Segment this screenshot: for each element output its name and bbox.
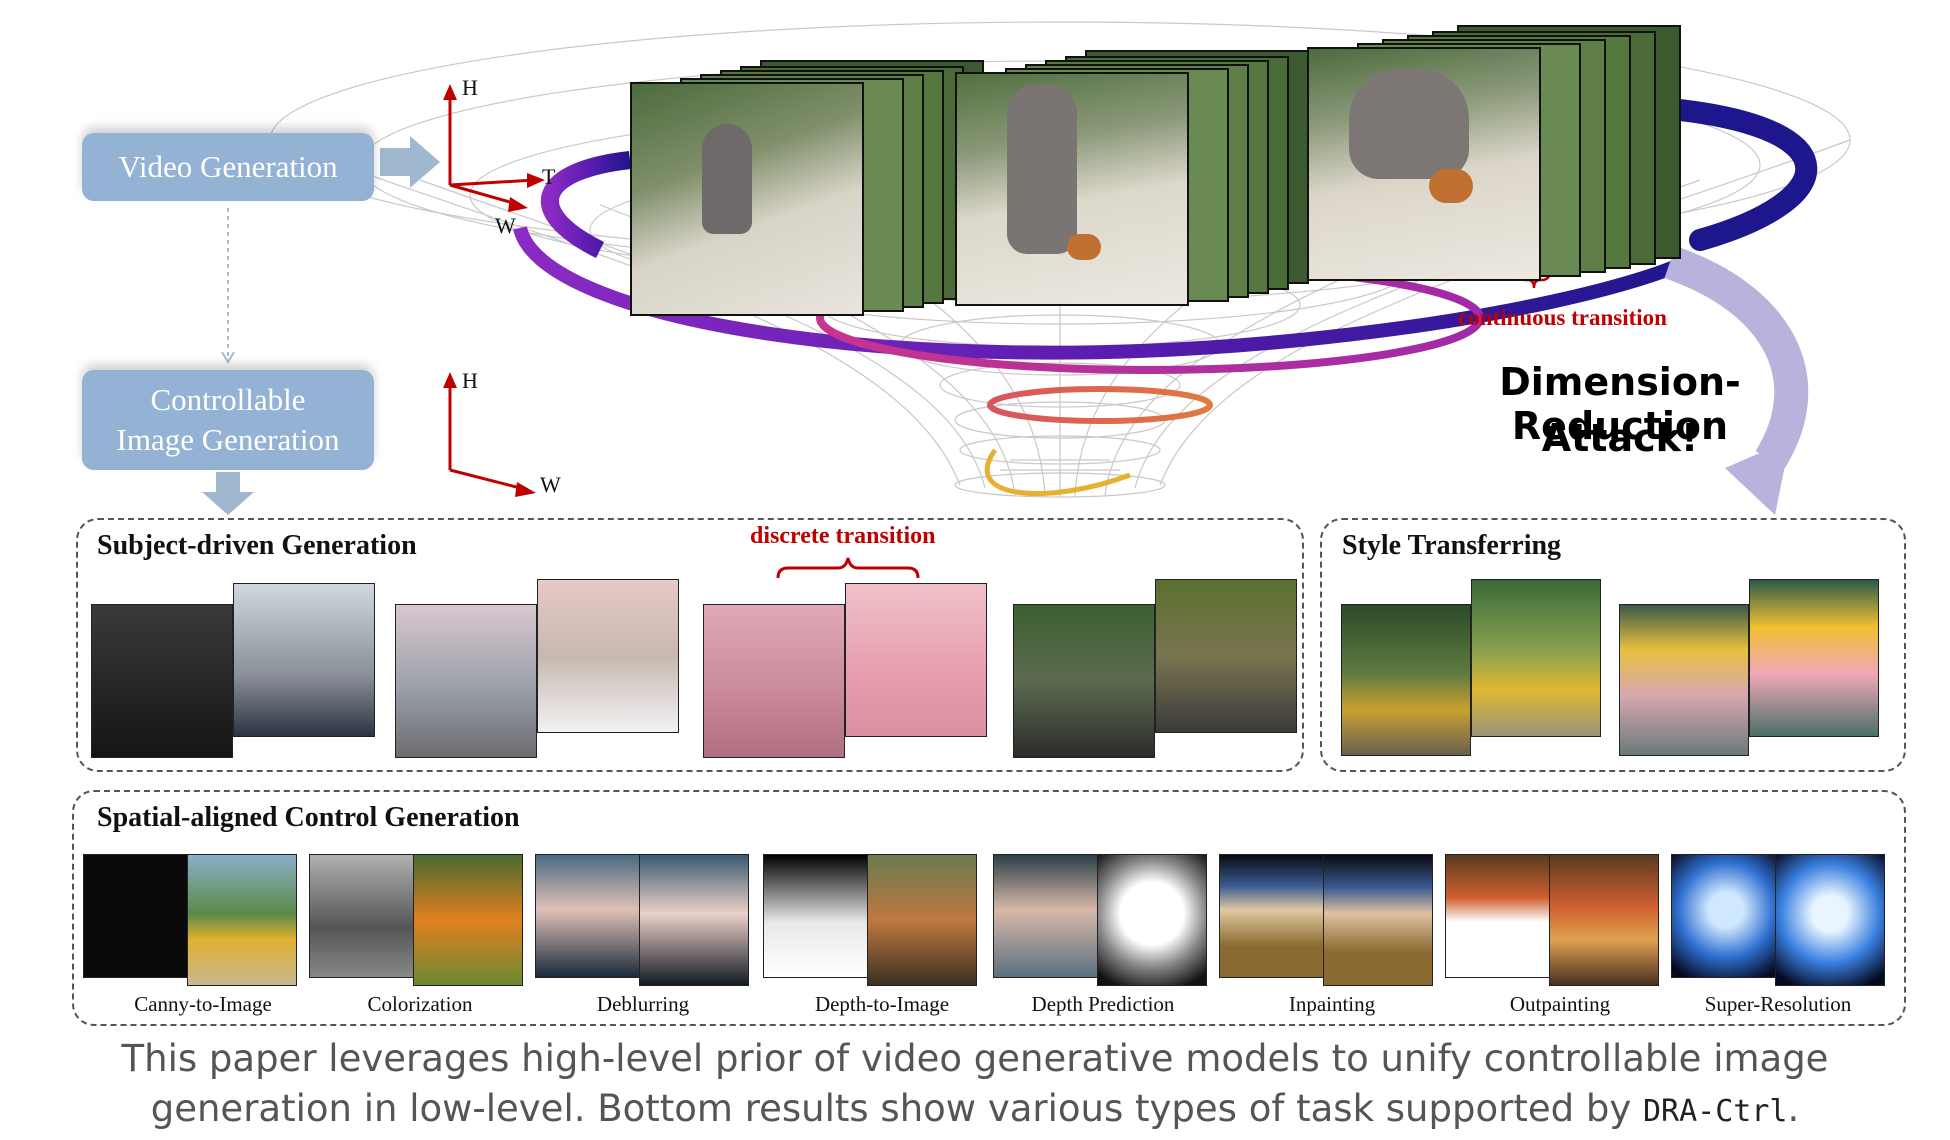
task-label-inpainting: Inpainting — [1288, 992, 1376, 1016]
depth-input-image — [764, 855, 872, 977]
depth-prediction-input-image — [994, 855, 1102, 977]
video-generation-label: Video Generation — [118, 149, 338, 184]
dog-input-image — [1014, 605, 1154, 757]
axes-top — [443, 84, 545, 212]
depth-prediction-output-image — [1098, 855, 1206, 985]
inpainting-input-image — [1220, 855, 1328, 977]
video-frame-stack-2 — [955, 50, 1315, 306]
controllable-label-line1: Controllable — [150, 382, 306, 417]
super-resolution-input-image — [1672, 855, 1780, 977]
discrete-transition-label: discrete transition — [750, 523, 936, 549]
spatial-aligned-title: Spatial-aligned Control Generation — [97, 802, 520, 833]
method-name: DRA-Ctrl — [1642, 1094, 1788, 1129]
canny-output-image — [188, 855, 296, 985]
axes-bottom — [443, 372, 536, 497]
controllable-arrow — [202, 472, 254, 515]
depth-output-image — [868, 855, 976, 985]
style-transfer-title: Style Transferring — [1342, 530, 1562, 561]
controllable-label-line2: Image Generation — [116, 422, 340, 457]
caption-period: . — [1787, 1087, 1800, 1130]
axis-t-top: T — [542, 164, 556, 189]
task-label-depth-to-image: Depth-to-Image — [814, 992, 950, 1016]
figure-caption-line2: generation in low-level. Bottom results … — [0, 1084, 1950, 1137]
einstein-output-image — [234, 584, 374, 736]
girl-input-image — [1620, 605, 1748, 755]
figure-caption-line1: This paper leverages high-level prior of… — [121, 1037, 1829, 1080]
einstein-input-image — [92, 605, 232, 757]
super-resolution-output-image — [1776, 855, 1884, 985]
task-label-depth-prediction: Depth Prediction — [1031, 992, 1175, 1016]
task-label-super-resolution: Super-Resolution — [1704, 992, 1852, 1016]
controllable-image-generation-box: Controllable Image Generation — [82, 370, 374, 470]
video-arrow — [380, 136, 440, 188]
video-generation-box: Video Generation — [82, 133, 374, 201]
deblurring-output-image — [640, 855, 748, 985]
car-output-image — [1472, 580, 1600, 736]
outpainting-input-image — [1446, 855, 1554, 977]
axis-h-bottom: H — [462, 368, 478, 393]
dog-output-image — [1156, 580, 1296, 732]
video-frame-stack-3 — [1307, 25, 1687, 281]
video-frame-stack-1 — [630, 60, 990, 316]
caption-line2-text: generation in low-level. Bottom results … — [150, 1087, 1643, 1130]
attack-label-line1: Dimension-Reduction — [1499, 360, 1741, 448]
task-label-deblurring: Deblurring — [596, 992, 690, 1016]
attack-arrow — [1664, 245, 1809, 469]
cat-output-image — [538, 580, 678, 732]
task-label-canny: Canny-to-Image — [134, 992, 272, 1016]
task-label-colorization: Colorization — [367, 992, 473, 1016]
car-input-image — [1342, 605, 1470, 755]
outpainting-output-image — [1550, 855, 1658, 985]
axis-h-top: H — [462, 75, 478, 100]
discrete-brace — [776, 557, 920, 579]
spatial-aligned-panel — [72, 790, 1906, 1026]
axis-w-bottom: W — [540, 472, 561, 497]
girl-output-image — [1750, 580, 1878, 736]
deblurring-input-image — [536, 855, 644, 977]
colorization-input-image — [310, 855, 418, 977]
subject-driven-title: Subject-driven Generation — [97, 530, 417, 561]
colorization-output-image — [414, 855, 522, 985]
plush-input-image — [704, 605, 844, 757]
task-label-outpainting: Outpainting — [1509, 992, 1611, 1016]
inpainting-output-image — [1324, 855, 1432, 985]
axis-w-top: W — [495, 213, 516, 238]
cat-input-image — [396, 605, 536, 757]
style-transfer-panel — [1320, 518, 1906, 772]
canny-input-image — [84, 855, 192, 977]
attack-label-line2: Attack! — [1541, 416, 1699, 460]
continuous-transition-label: continuous transition — [1458, 305, 1667, 330]
plush-output-image — [846, 584, 986, 736]
subject-driven-panel — [76, 518, 1304, 772]
